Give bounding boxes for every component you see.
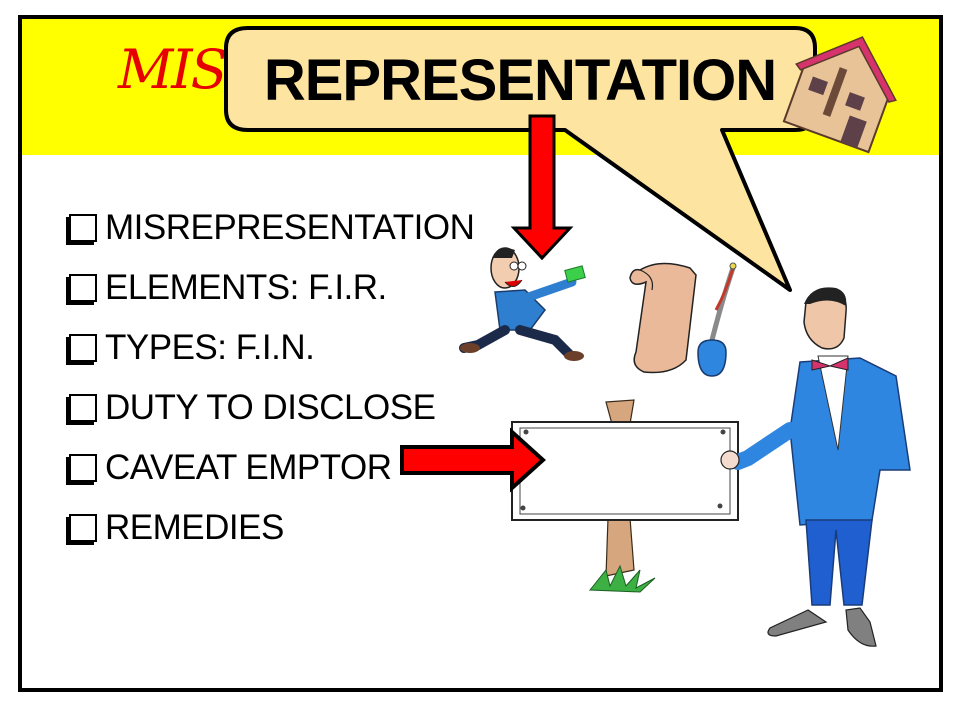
bullet-item: MISREPRESENTATION	[66, 198, 475, 258]
checkbox-bullet-icon	[69, 394, 97, 422]
bullet-label: MISREPRESENTATION	[105, 208, 475, 247]
bullet-label: TYPES: F.I.N.	[105, 328, 315, 367]
bullet-item: ELEMENTS: F.I.R.	[66, 258, 474, 318]
title-prefix-mis: MIS	[118, 38, 228, 101]
checkbox-bullet-icon	[69, 334, 97, 362]
checkbox-bullet-icon	[69, 214, 97, 242]
bullet-item: DUTY TO DISCLOSE	[66, 378, 474, 438]
right-arrow-icon	[400, 427, 546, 493]
checkbox-bullet-icon	[69, 274, 97, 302]
house-icon	[782, 36, 897, 154]
title-callout-text: REPRESENTATION	[264, 48, 776, 113]
bullet-label: CAVEAT EMPTOR	[105, 448, 392, 487]
bullet-label: REMEDIES	[105, 508, 284, 547]
bullet-label: ELEMENTS: F.I.R.	[105, 268, 387, 307]
man-in-blue-suit-illustration	[720, 287, 911, 647]
scroll-and-quill-illustration	[629, 262, 737, 377]
bullet-item: REMEDIES	[66, 498, 474, 558]
running-businessman-illustration	[459, 247, 586, 361]
bullet-list: MISREPRESENTATION ELEMENTS: F.I.R. TYPES…	[66, 198, 475, 558]
checkbox-bullet-icon	[69, 514, 97, 542]
blank-signpost-illustration	[511, 399, 739, 593]
checkbox-bullet-icon	[69, 454, 97, 482]
bullet-label: DUTY TO DISCLOSE	[105, 388, 436, 427]
title-callout-bubble	[224, 26, 817, 292]
bullet-item: CAVEAT EMPTOR	[66, 438, 474, 498]
bullet-item: TYPES: F.I.N.	[66, 318, 474, 378]
down-arrow-icon	[510, 114, 574, 261]
